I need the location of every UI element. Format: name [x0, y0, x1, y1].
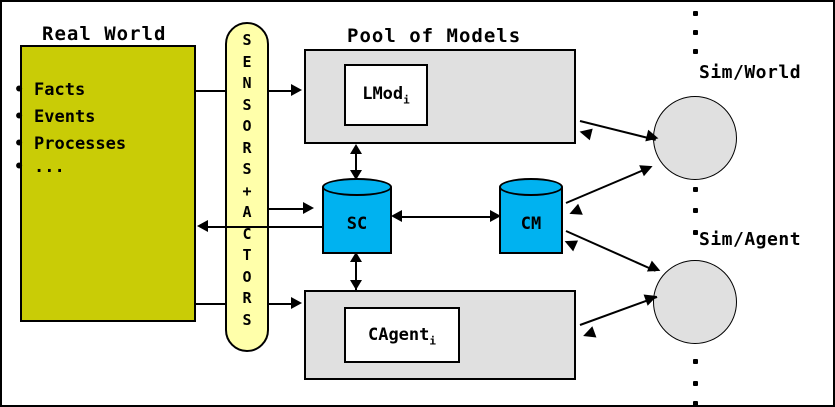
sensors-letter: S — [242, 31, 252, 49]
real-world-item-label: Facts — [34, 80, 86, 100]
cagent-box — [344, 307, 460, 363]
connector-pool-to-sc — [355, 146, 357, 178]
sensors-letter: R — [242, 138, 252, 157]
bullet-icon: • — [14, 157, 25, 177]
arrowhead-down-icon — [350, 280, 362, 290]
arrowhead-left-icon — [391, 210, 402, 222]
arrowhead-up-icon — [350, 144, 362, 154]
sensors-actors-bar — [225, 22, 269, 352]
sensors-letter: S — [242, 95, 252, 114]
real-world-item-processes: • Processes — [14, 134, 126, 154]
connector-sensors-to-pool — [269, 90, 293, 92]
cagent-name: CAgent — [367, 325, 430, 345]
sensors-letter: C — [242, 224, 252, 243]
connector-sc-to-agent — [355, 254, 357, 290]
arrowhead-right-icon — [639, 160, 655, 177]
ellipsis-dot — [693, 381, 698, 386]
ellipsis-dot — [693, 359, 698, 364]
arrowhead-right-icon — [291, 84, 302, 96]
sim-agent-label: Sim/Agent — [699, 229, 802, 250]
ellipsis-dot — [693, 49, 698, 54]
arrowhead-right-icon — [490, 210, 501, 222]
sim-world-circle — [653, 96, 737, 180]
ellipsis-dot — [693, 230, 698, 235]
real-world-item-events: • Events — [14, 107, 95, 127]
ellipsis-dot — [693, 11, 698, 16]
real-world-box — [20, 45, 196, 322]
real-world-item-label: Events — [34, 107, 96, 127]
real-world-title: Real World — [42, 23, 167, 45]
lmod-box — [344, 64, 428, 126]
arrowhead-left-icon — [197, 220, 208, 232]
connector-realworld-to-sensors — [196, 90, 225, 92]
sc-cylinder-top — [322, 178, 392, 196]
sensors-letter: + — [242, 181, 252, 200]
connector-cm-to-simworld — [565, 166, 652, 204]
real-world-item-label: Processes — [34, 134, 127, 154]
connector-sensors-to-realworld — [208, 226, 269, 228]
bullet-icon: • — [14, 134, 25, 154]
sensors-letter: T — [242, 246, 252, 264]
cagent-subscript: i — [429, 334, 437, 348]
ellipsis-dot — [693, 187, 698, 192]
real-world-item-facts: • Facts — [14, 80, 85, 100]
sim-world-label: Sim/World — [699, 62, 802, 83]
connector-sc-to-cm — [400, 216, 492, 218]
arrowhead-left-icon — [578, 125, 593, 141]
real-world-item-label: ... — [34, 157, 65, 177]
sensors-letter: R — [242, 289, 252, 307]
ellipsis-dot — [693, 30, 698, 35]
arrowhead-down-icon — [350, 170, 362, 180]
sc-cylinder — [322, 178, 392, 254]
sensors-letter: S — [242, 160, 252, 178]
arrowhead-left-icon — [581, 326, 597, 342]
bullet-icon: • — [14, 80, 25, 100]
lmod-subscript: i — [403, 93, 410, 107]
sc-label: SC — [346, 214, 368, 234]
lmod-label: LModi — [344, 84, 428, 106]
sensors-letter: A — [242, 203, 252, 221]
sim-agent-circle — [653, 260, 737, 344]
arrowhead-right-icon — [291, 297, 302, 309]
arrowhead-left-icon — [567, 203, 583, 220]
connector-sensors-to-sc — [269, 208, 305, 210]
ellipsis-dot — [693, 401, 698, 405]
sensors-actors-label: S E N S O R S + A C T O R S — [225, 30, 269, 331]
arrowhead-right-icon — [303, 202, 314, 214]
sensors-letter: E — [242, 52, 252, 71]
bullet-icon: • — [14, 107, 25, 127]
cagent-label: CAgenti — [344, 325, 460, 347]
arrowhead-right-icon — [646, 260, 663, 277]
real-world-item-ellipsis: •... — [14, 157, 65, 177]
ellipsis-dot — [693, 208, 698, 213]
sensors-letter: N — [242, 74, 252, 92]
sensors-letter: S — [242, 310, 252, 329]
connector-realworld-bottom — [196, 303, 225, 305]
sensors-letter: O — [242, 267, 252, 286]
pool-of-models-title: Pool of Models — [347, 25, 522, 47]
arrowhead-up-icon — [350, 252, 362, 262]
connector-sensors-to-agent — [269, 303, 293, 305]
sensors-letter: O — [242, 117, 252, 135]
cm-cylinder-top — [499, 178, 563, 196]
connector-sc-to-sensors — [269, 226, 322, 228]
connector-cm-to-simagent — [565, 230, 656, 272]
cm-label: CM — [520, 214, 542, 234]
arrowhead-left-icon — [562, 235, 579, 252]
cm-cylinder — [499, 178, 563, 254]
lmod-name: LMod — [362, 84, 404, 104]
